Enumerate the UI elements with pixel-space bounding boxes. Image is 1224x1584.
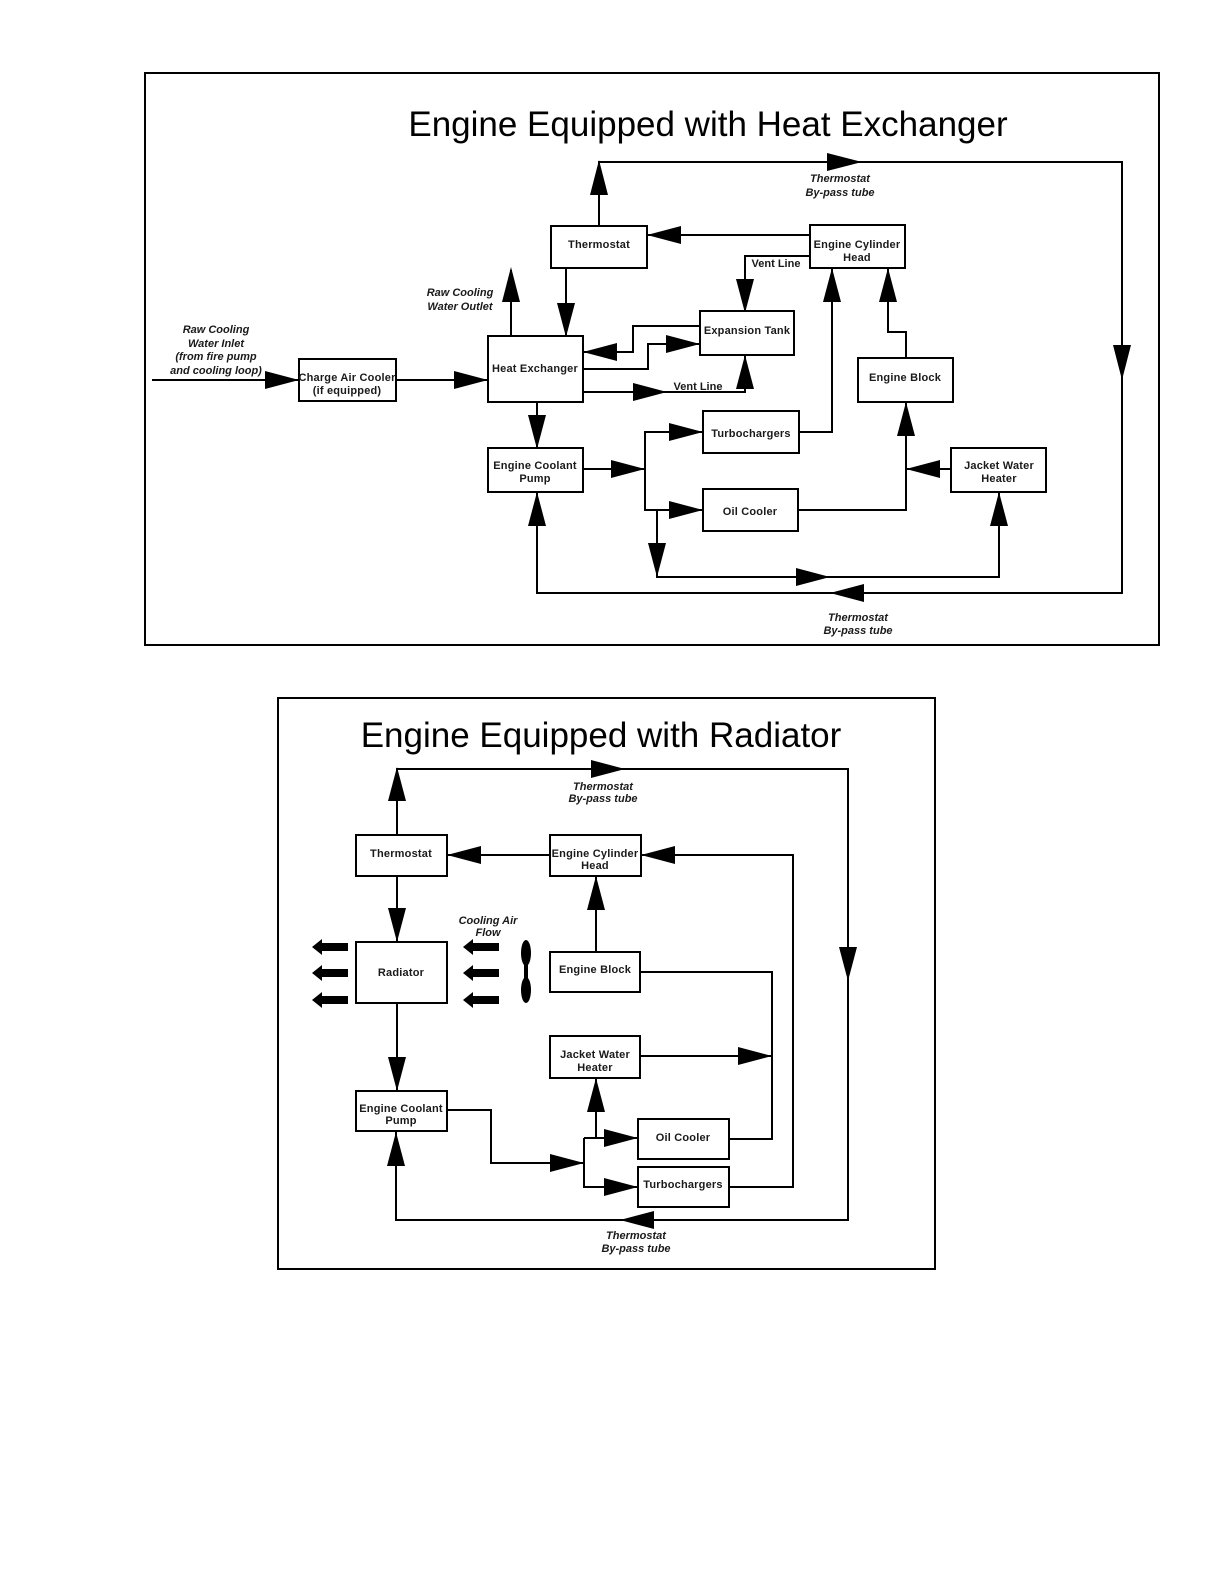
bypass-tube-label-bottom: Thermostat By-pass tube	[823, 612, 892, 637]
cooling-air-flow-arrows	[312, 939, 499, 1008]
svg-text:By-pass tube: By-pass tube	[601, 1243, 670, 1255]
bypass-tube-label-top: Thermostat By-pass tube	[805, 173, 874, 199]
svg-text:Thermostat: Thermostat	[568, 239, 630, 251]
radiator-diagram: Engine Equipped with Radiator	[312, 716, 857, 1255]
raw-cooling-water-outlet-label: Raw Cooling Water Outlet	[427, 287, 494, 313]
svg-text:Head: Head	[843, 252, 871, 264]
svg-text:Raw Cooling: Raw Cooling	[427, 287, 494, 299]
svg-text:Oil Cooler: Oil Cooler	[656, 1132, 711, 1144]
air-flow-arrow-icon	[463, 965, 499, 981]
thermostat-box: Thermostat	[355, 834, 448, 877]
svg-text:By-pass tube: By-pass tube	[823, 625, 892, 637]
svg-text:Radiator: Radiator	[378, 967, 425, 979]
svg-text:Heater: Heater	[981, 473, 1017, 485]
air-flow-arrow-icon	[312, 965, 348, 981]
bypass-tube-label-bottom: Thermostat By-pass tube	[601, 1230, 670, 1255]
fan-icon	[521, 940, 531, 1003]
turbochargers-box: Turbochargers	[702, 410, 800, 454]
turbochargers-box: Turbochargers	[637, 1166, 730, 1208]
flow-arrowheads	[387, 760, 857, 1229]
svg-text:Engine Block: Engine Block	[559, 964, 632, 976]
svg-text:Engine Coolant: Engine Coolant	[359, 1103, 443, 1115]
svg-text:Oil Cooler: Oil Cooler	[723, 506, 778, 518]
jacket-water-heater-box: Jacket Water Heater	[950, 447, 1047, 493]
svg-text:Pump: Pump	[385, 1115, 416, 1127]
svg-text:Water Outlet: Water Outlet	[427, 301, 494, 313]
flow-arrowheads	[265, 153, 1131, 602]
heat-exchanger-diagram: Engine Equipped with Heat Exchanger	[152, 105, 1131, 637]
svg-text:and cooling loop): and cooling loop)	[170, 365, 262, 377]
thermostat-box: Thermostat	[550, 225, 648, 269]
svg-text:Raw Cooling: Raw Cooling	[183, 324, 250, 336]
svg-text:Heater: Heater	[577, 1062, 613, 1074]
svg-text:(from fire pump: (from fire pump	[175, 351, 257, 363]
svg-text:Head: Head	[581, 860, 609, 872]
oil-cooler-box: Oil Cooler	[702, 488, 799, 532]
bypass-tube-label-top: Thermostat By-pass tube	[568, 781, 637, 805]
vent-line-label-lower: Vent Line	[674, 381, 723, 393]
svg-text:Cooling Air: Cooling Air	[459, 915, 519, 927]
svg-text:Charge Air Cooler: Charge Air Cooler	[298, 372, 396, 384]
svg-text:Jacket Water: Jacket Water	[964, 460, 1034, 472]
svg-text:Expansion Tank: Expansion Tank	[704, 325, 791, 337]
air-flow-arrow-icon	[463, 992, 499, 1008]
engine-coolant-pump-box: Engine Coolant Pump	[355, 1090, 448, 1132]
svg-text:Water Inlet: Water Inlet	[188, 338, 245, 350]
air-flow-arrow-icon	[312, 939, 348, 955]
svg-text:Pump: Pump	[519, 473, 550, 485]
air-flow-arrow-icon	[312, 992, 348, 1008]
jacket-water-heater-box: Jacket Water Heater	[549, 1035, 641, 1079]
heat-exchanger-box: Heat Exchanger	[487, 335, 584, 403]
engine-coolant-pump-box: Engine Coolant Pump	[487, 447, 584, 493]
engine-cylinder-head-box: Engine Cylinder Head	[809, 224, 906, 269]
svg-text:Heat Exchanger: Heat Exchanger	[492, 363, 578, 375]
radiator-box: Radiator	[355, 941, 448, 1004]
expansion-tank-box: Expansion Tank	[699, 310, 795, 356]
svg-text:Thermostat: Thermostat	[370, 848, 432, 860]
raw-cooling-water-inlet-label: Raw Cooling Water Inlet (from fire pump …	[170, 324, 262, 377]
svg-text:Engine Cylinder: Engine Cylinder	[552, 848, 639, 860]
charge-air-cooler-box: Charge Air Cooler (if equipped)	[298, 358, 397, 402]
svg-text:Turbochargers: Turbochargers	[711, 428, 790, 440]
oil-cooler-box: Oil Cooler	[637, 1118, 730, 1160]
svg-text:By-pass tube: By-pass tube	[805, 187, 874, 199]
diagram-title: Engine Equipped with Heat Exchanger	[408, 105, 1008, 144]
svg-text:Turbochargers: Turbochargers	[643, 1179, 722, 1191]
svg-text:Engine Coolant: Engine Coolant	[493, 460, 577, 472]
engine-block-box: Engine Block	[549, 951, 641, 993]
air-flow-arrow-icon	[463, 939, 499, 955]
svg-text:Thermostat: Thermostat	[606, 1230, 667, 1242]
svg-text:Engine Block: Engine Block	[869, 372, 942, 384]
engine-cylinder-head-box: Engine Cylinder Head	[549, 834, 642, 877]
svg-text:Engine Cylinder: Engine Cylinder	[814, 239, 901, 251]
svg-text:By-pass tube: By-pass tube	[568, 793, 637, 805]
svg-text:Flow: Flow	[475, 927, 501, 939]
svg-text:(if equipped): (if equipped)	[313, 385, 382, 397]
svg-text:Thermostat: Thermostat	[573, 781, 634, 793]
diagram-title: Engine Equipped with Radiator	[361, 716, 842, 755]
svg-text:Jacket Water: Jacket Water	[560, 1049, 630, 1061]
cooling-air-flow-label: Cooling Air Flow	[459, 915, 519, 939]
svg-text:Thermostat: Thermostat	[810, 173, 871, 185]
vent-line-label-upper: Vent Line	[752, 258, 801, 270]
engine-block-box: Engine Block	[857, 357, 954, 403]
svg-text:Thermostat: Thermostat	[828, 612, 889, 624]
